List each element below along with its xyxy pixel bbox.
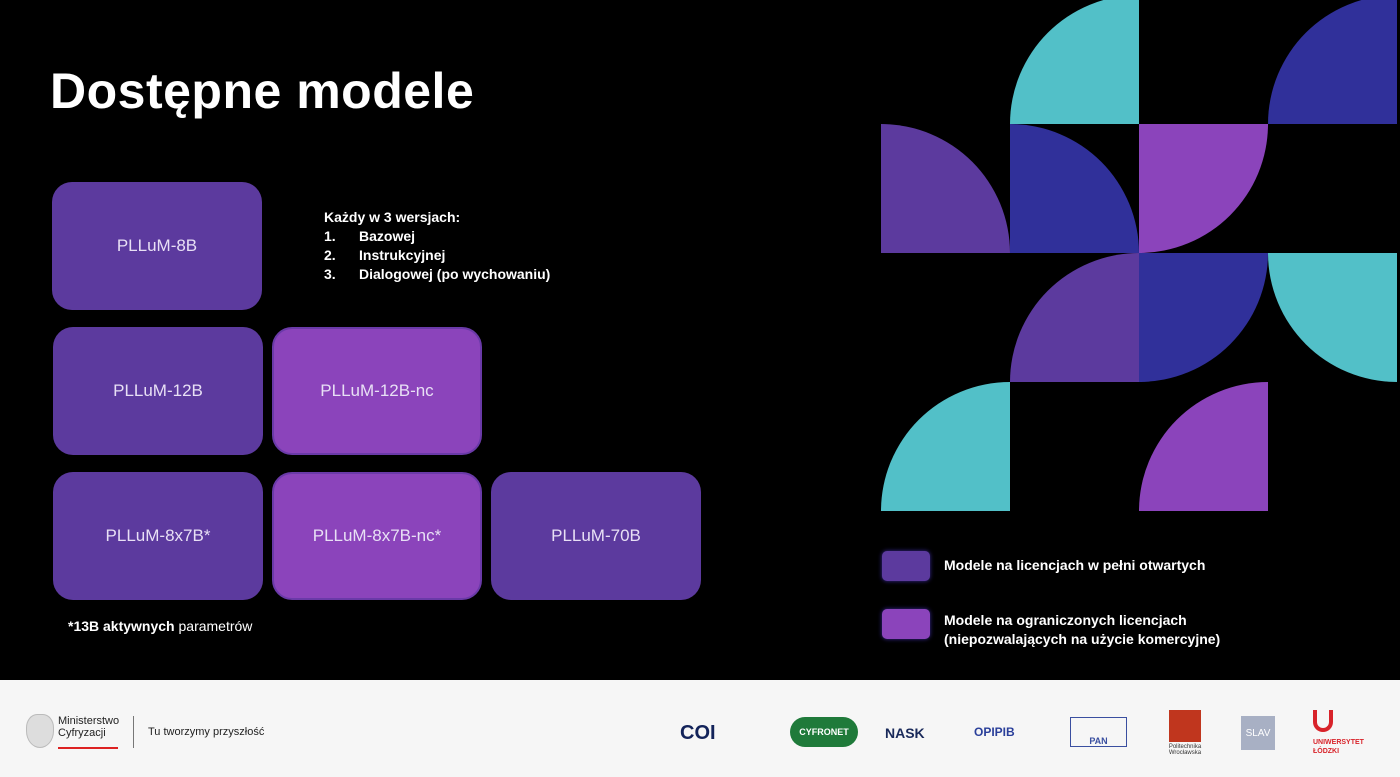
uniwersytet-lodzki-icon xyxy=(1313,710,1333,732)
model-box-12b-nc: PLLuM-12B-nc xyxy=(272,327,482,455)
quarter-circle-shape xyxy=(1139,382,1268,511)
logo-opipib: OPIPIB xyxy=(974,725,1015,739)
model-box-8x7b: PLLuM-8x7B* xyxy=(53,472,263,600)
logo-uniwersytet-lodzki: UNIWERSYTET ŁÓDZKI xyxy=(1313,739,1364,755)
ministry-underline xyxy=(58,747,118,749)
quarter-circle-shape xyxy=(1268,0,1397,124)
legend-line: Modele na ograniczonych licencjach xyxy=(944,612,1187,628)
logo-nask: NASK xyxy=(885,725,925,741)
version-label: Dialogowej (po wychowaniu) xyxy=(359,266,551,282)
eagle-emblem-icon xyxy=(26,714,54,748)
logo-coi: COI xyxy=(680,722,716,744)
quarter-circle-shape xyxy=(881,124,1010,253)
logo-cyfronet: CYFRONET xyxy=(790,717,858,747)
logo-pan: PAN xyxy=(1070,717,1127,747)
logo-politechnika: Politechnika Wrocławska xyxy=(1168,744,1202,756)
footnote: *13B aktywnych parametrów xyxy=(68,618,252,634)
version-item: 3. Dialogowej (po wychowaniu) xyxy=(324,265,550,284)
legend-label-open: Modele na licencjach w pełni otwartych xyxy=(944,557,1206,573)
quarter-circle-shape xyxy=(1010,0,1139,124)
quarter-circle-shape xyxy=(1268,253,1397,382)
version-label: Bazowej xyxy=(359,228,416,244)
divider xyxy=(133,716,134,748)
logo-slav: SLAV xyxy=(1241,716,1275,750)
quarter-circle-shape xyxy=(881,382,1010,511)
model-box-12b: PLLuM-12B xyxy=(53,327,263,455)
version-number: 2. xyxy=(324,247,336,263)
quarter-circle-shape xyxy=(1010,253,1139,382)
versions-list: Każdy w 3 wersjach: 1. Bazowej 2. Instrukc… xyxy=(324,208,550,284)
ministry-line: Ministerstwo xyxy=(58,715,120,727)
footnote-bold: *13B aktywnych xyxy=(68,618,175,634)
model-box-70b: PLLuM-70B xyxy=(491,472,701,600)
slide-title: Dostępne modele xyxy=(50,63,475,119)
model-box-8x7b-nc: PLLuM-8x7B-nc* xyxy=(272,472,482,600)
quarter-circle-shape xyxy=(1139,124,1268,253)
version-number: 1. xyxy=(324,228,336,244)
slogan: Tu tworzymy przyszłość xyxy=(148,726,265,738)
politechnika-crest-icon xyxy=(1169,710,1201,742)
ministry-name: Ministerstwo Cyfryzacji xyxy=(58,715,119,739)
footnote-light: parametrów xyxy=(178,618,253,634)
model-box-8b: PLLuM-8B xyxy=(52,182,262,310)
version-number: 3. xyxy=(324,266,336,282)
version-item: 2. Instrukcyjnej xyxy=(324,246,550,265)
legend-line: (niepozwalających na użycie komercyjne) xyxy=(944,631,1221,647)
quarter-circle-shape xyxy=(1139,253,1268,382)
legend-label-restricted: Modele na ograniczonych licencjach (niep… xyxy=(944,611,1220,649)
versions-heading: Każdy w 3 wersjach: xyxy=(324,209,461,225)
legend-swatch-restricted xyxy=(882,609,930,639)
legend-swatch-open xyxy=(882,551,930,581)
version-label: Instrukcyjnej xyxy=(359,247,446,263)
ministry-line: Cyfryzacji xyxy=(58,727,106,739)
footer-logo-bar: Ministerstwo Cyfryzacji Tu tworzymy przy… xyxy=(0,680,1400,777)
version-item: 1. Bazowej xyxy=(324,227,550,246)
quarter-circle-shape xyxy=(1010,124,1139,253)
